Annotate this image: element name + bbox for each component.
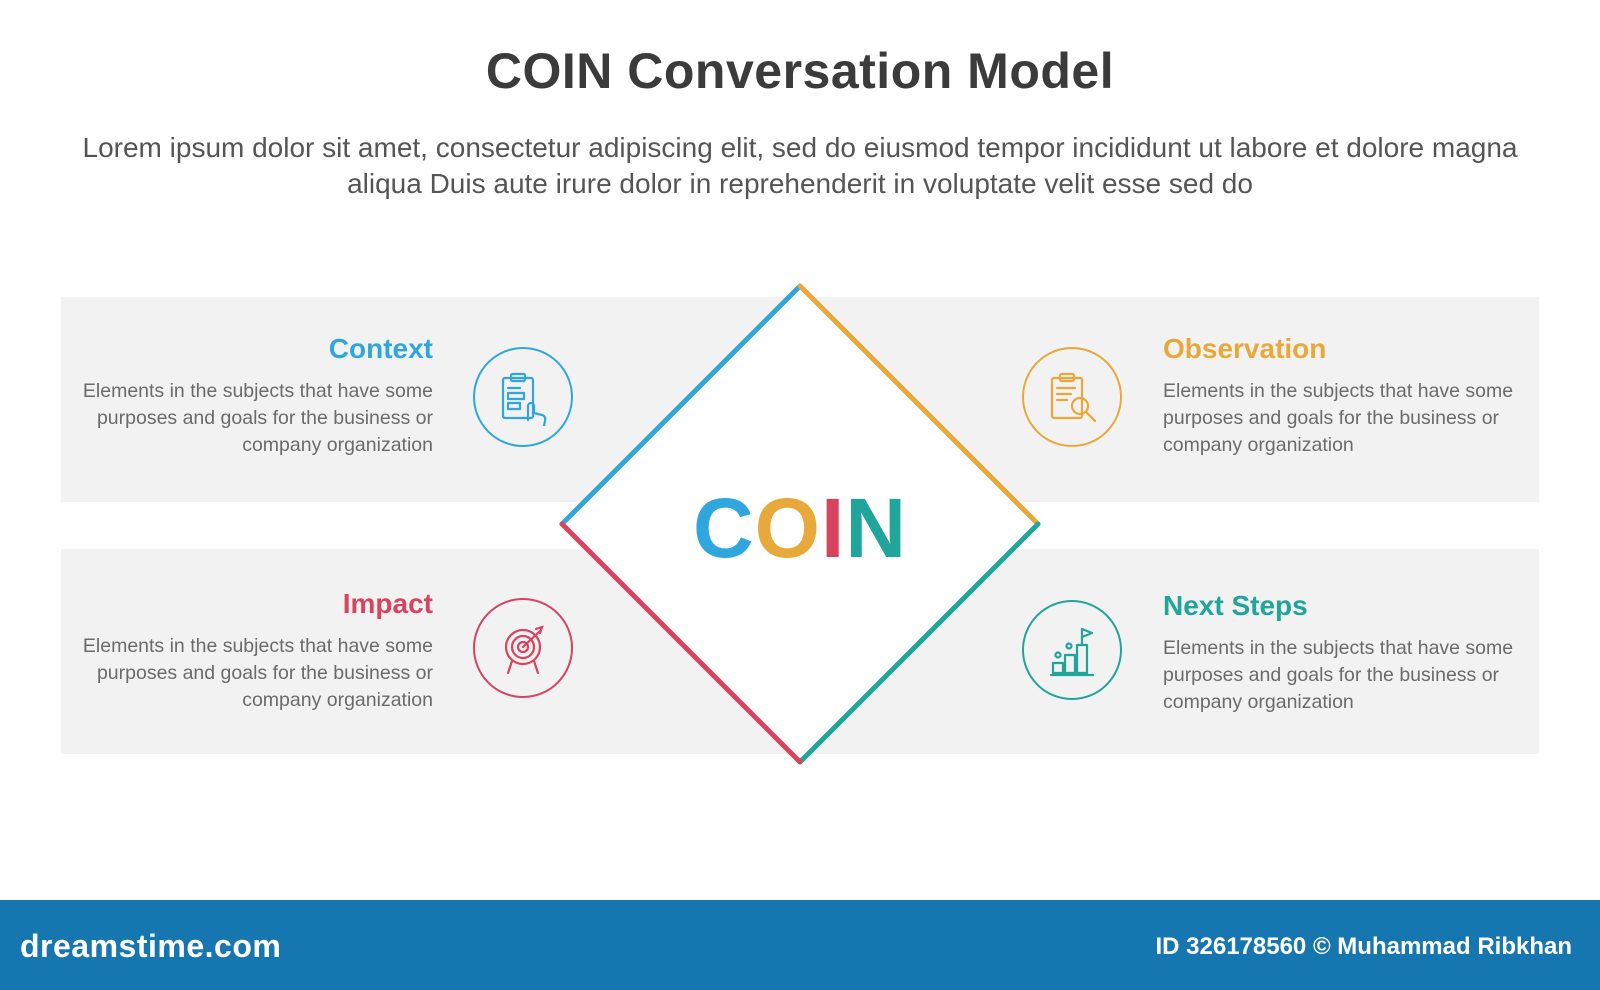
coin-acronym: COIN xyxy=(600,478,1000,578)
next-steps-description: Elements in the subjects that have some … xyxy=(1163,637,1514,713)
clipboard-search-icon xyxy=(1050,372,1097,423)
context-heading: Context xyxy=(328,333,433,364)
impact-description: Elements in the subjects that have some … xyxy=(82,635,433,711)
page-title: COIN Conversation Model xyxy=(485,43,1115,99)
page-subtitle: Lorem ipsum dolor sit amet, consectetur … xyxy=(82,132,1518,199)
bar-flag-icon xyxy=(1049,627,1095,677)
coin-letter-i: I xyxy=(821,481,846,575)
impact-heading: Impact xyxy=(342,588,433,619)
footer-credit: ID 326178560 © Muhammad Ribkhan xyxy=(1155,933,1572,960)
footer-bar: dreamstime.com ID 326178560 © Muhammad R… xyxy=(0,900,1600,990)
impact-icon-circle xyxy=(473,598,573,698)
context-icon-circle xyxy=(473,347,573,447)
observation-heading: Observation xyxy=(1163,333,1327,364)
footer-brand: dreamstime.com xyxy=(20,928,282,964)
clipboard-hand-icon xyxy=(501,372,547,426)
target-icon xyxy=(504,625,544,675)
next-steps-heading: Next Steps xyxy=(1163,590,1308,621)
observation-icon-circle xyxy=(1022,347,1122,447)
coin-letter-n: N xyxy=(845,481,908,575)
coin-letter-o: O xyxy=(754,481,821,575)
coin-letter-c: C xyxy=(692,481,755,575)
context-description: Elements in the subjects that have some … xyxy=(82,380,433,456)
observation-description: Elements in the subjects that have some … xyxy=(1163,380,1514,456)
next-steps-icon-circle xyxy=(1022,600,1122,700)
